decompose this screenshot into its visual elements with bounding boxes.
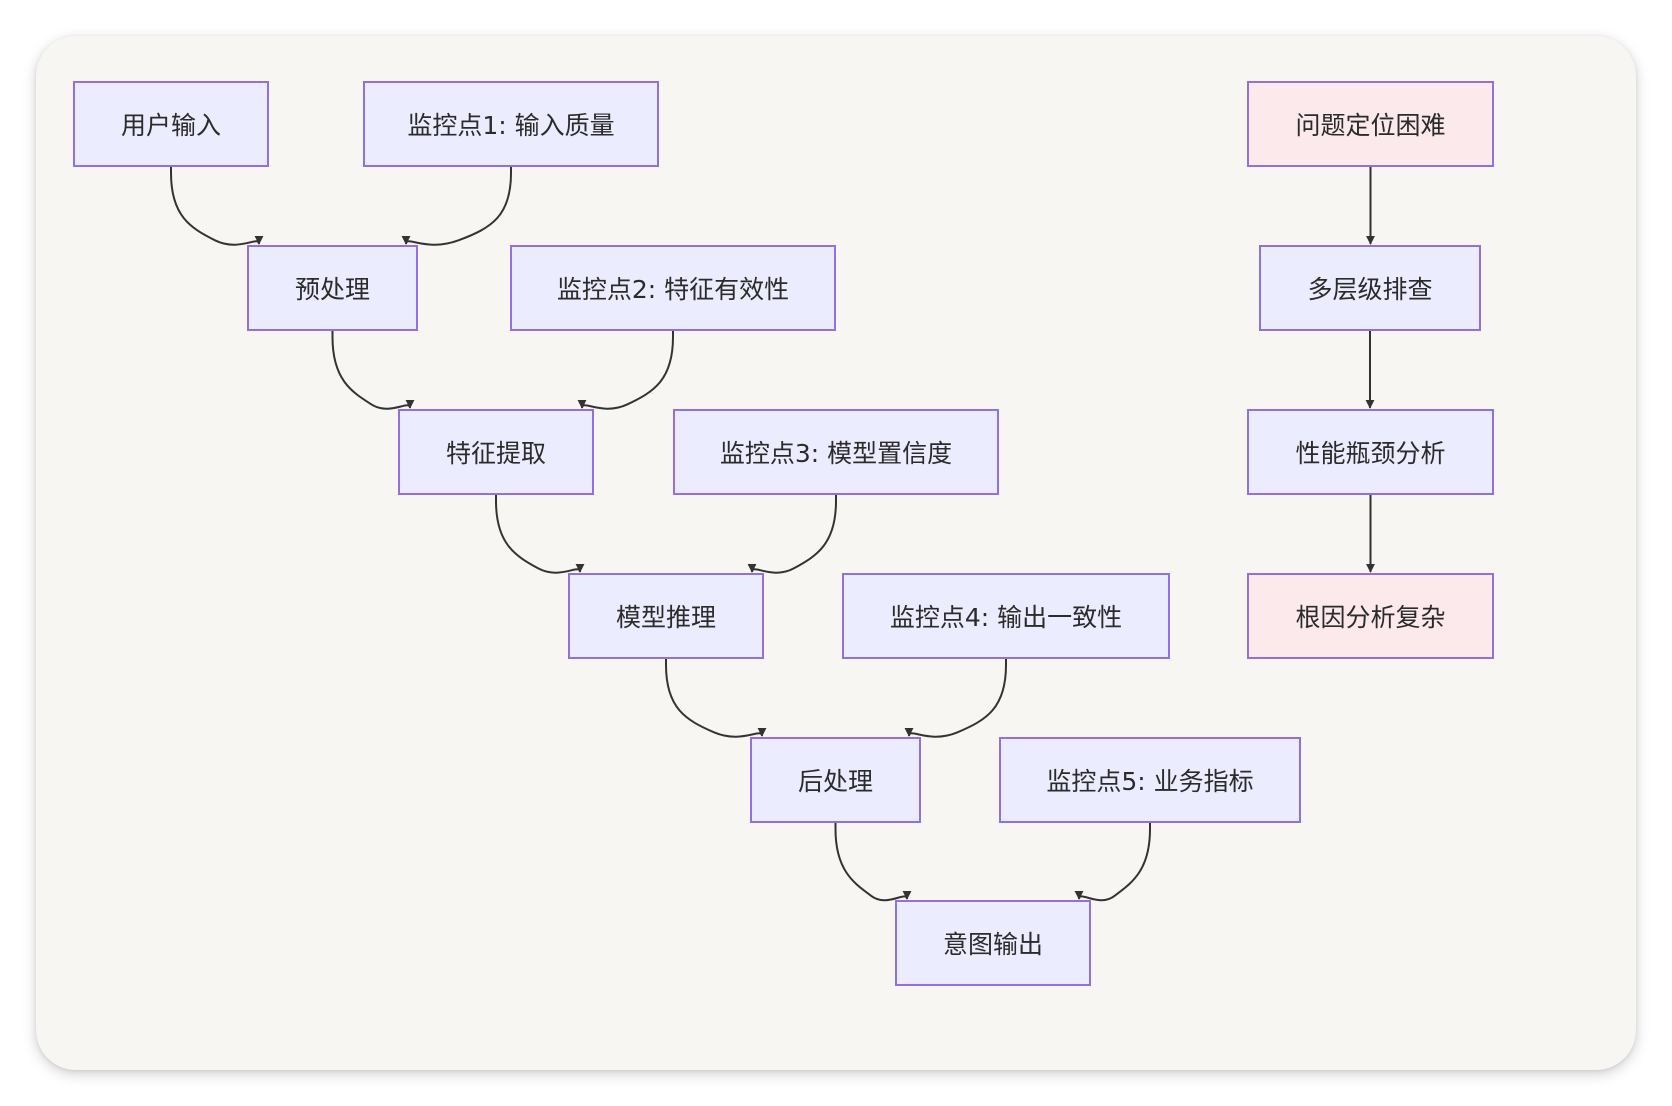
node-monitor-5: 监控点5: 业务指标: [999, 737, 1301, 823]
node-problem-locate: 问题定位困难: [1247, 81, 1494, 167]
edge-feature_extract-to-model_infer: [495, 495, 585, 574]
edge-mon3-to-model_infer: [747, 495, 837, 574]
edge-mon2-to-feature_extract: [577, 331, 674, 410]
node-monitor-4: 监控点4: 输出一致性: [842, 573, 1170, 659]
node-monitor-3: 监控点3: 模型置信度: [673, 409, 999, 495]
edge-mon5-to-intent_output: [1074, 823, 1151, 902]
edge-mon1-to-preprocess: [401, 167, 512, 246]
edges-layer: [170, 167, 1375, 902]
edge-model_infer-to-postprocess: [665, 659, 767, 738]
node-monitor-2: 监控点2: 特征有效性: [510, 245, 836, 331]
node-root-cause: 根因分析复杂: [1247, 573, 1494, 659]
diagram-canvas: 用户输入 监控点1: 输入质量 预处理 监控点2: 特征有效性 特征提取 监控点…: [36, 36, 1636, 1070]
node-model-infer: 模型推理: [568, 573, 764, 659]
edge-mon4-to-postprocess: [904, 659, 1007, 738]
edge-preprocess-to-feature_extract: [331, 331, 415, 410]
node-multi-level: 多层级排查: [1259, 245, 1481, 331]
node-postprocess: 后处理: [750, 737, 921, 823]
node-intent-output: 意图输出: [895, 900, 1091, 986]
node-perf-bottleneck: 性能瓶颈分析: [1247, 409, 1494, 495]
edge-postprocess-to-intent_output: [834, 823, 912, 902]
node-monitor-1: 监控点1: 输入质量: [363, 81, 659, 167]
node-preprocess: 预处理: [247, 245, 418, 331]
edge-user_input-to-preprocess: [170, 167, 264, 246]
edge-group: [170, 167, 1375, 902]
node-feature-extract: 特征提取: [398, 409, 594, 495]
node-user-input: 用户输入: [73, 81, 269, 167]
